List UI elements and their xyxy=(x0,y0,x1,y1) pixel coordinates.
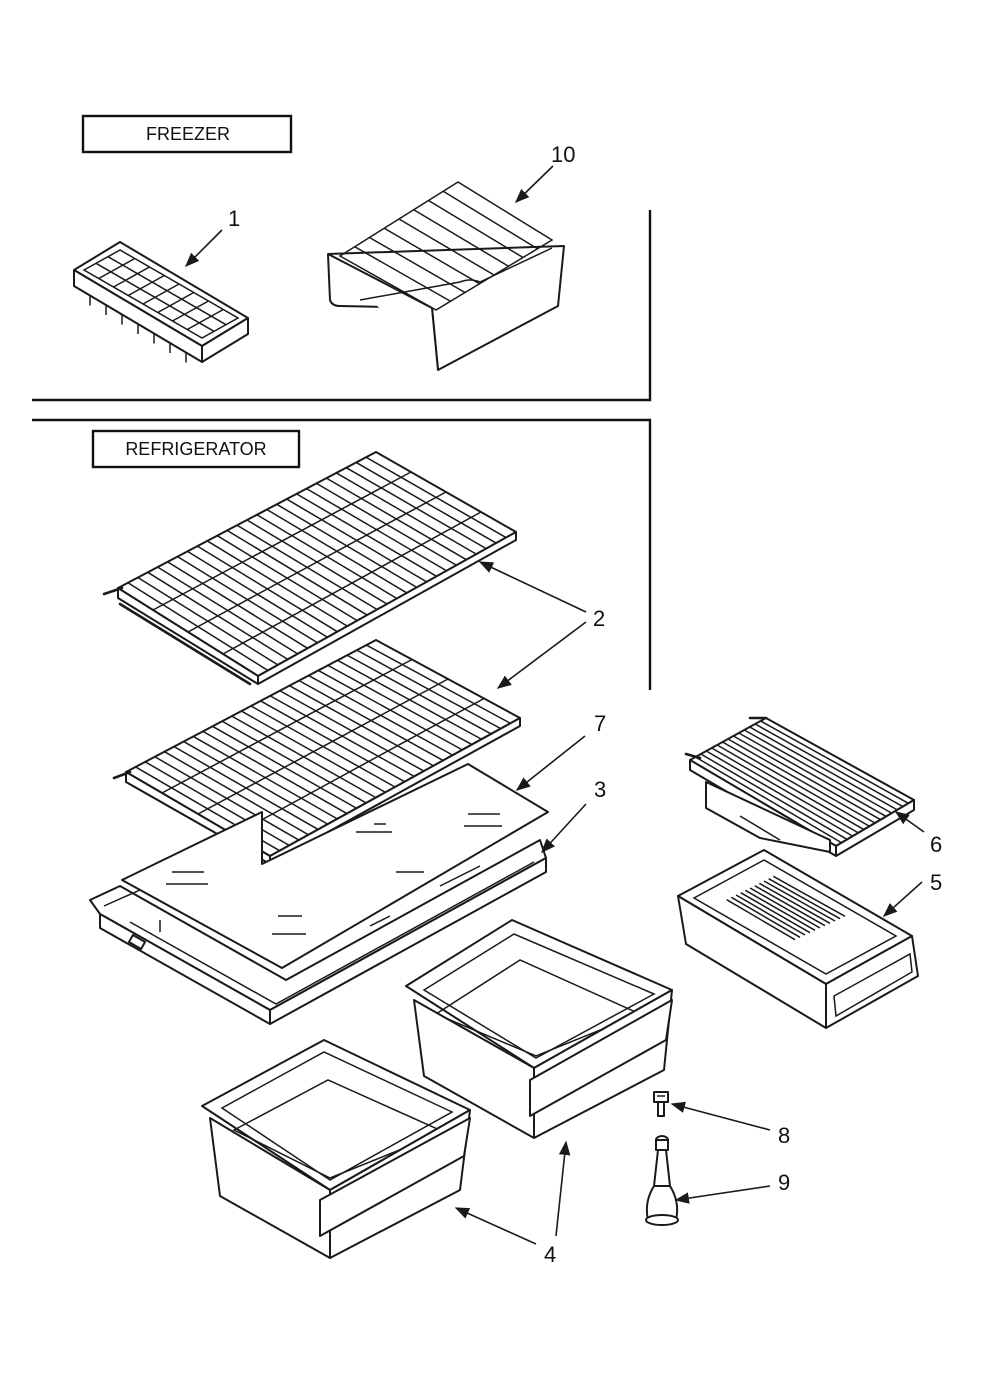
leader-5 xyxy=(882,881,923,917)
leader-2-lower xyxy=(496,621,587,689)
leveling-leg-drawing xyxy=(645,1135,679,1226)
crisper-pan-front-drawing xyxy=(201,1039,471,1259)
callout-4: 4 xyxy=(544,1242,556,1267)
freezer-shelf-drawing xyxy=(327,181,565,371)
callout-8: 8 xyxy=(778,1123,790,1148)
callout-9: 9 xyxy=(778,1170,790,1195)
leader-lines xyxy=(184,165,925,1245)
glass-panel-drawing xyxy=(121,763,549,969)
freezer-section-frame xyxy=(32,210,652,402)
leveling-screw-drawing xyxy=(653,1091,669,1117)
refrigerator-label-box: REFRIGERATOR xyxy=(91,429,301,469)
callout-numbers: 1 10 2 7 3 6 5 8 9 4 xyxy=(228,142,942,1267)
callout-3: 3 xyxy=(594,777,606,802)
leader-4-front xyxy=(454,1207,537,1245)
leader-6 xyxy=(894,811,925,833)
meat-pan-drawing xyxy=(677,849,919,1029)
upper-shelf-drawing xyxy=(102,451,517,686)
refrigerator-label: REFRIGERATOR xyxy=(125,439,266,459)
callout-10: 10 xyxy=(551,142,575,167)
callout-1: 1 xyxy=(228,206,240,231)
refrigerator-section-frame xyxy=(32,418,652,690)
leader-7 xyxy=(515,735,586,791)
leader-2-upper xyxy=(478,561,587,613)
freezer-label-box: FREEZER xyxy=(81,114,293,154)
callout-5: 5 xyxy=(930,870,942,895)
leader-1 xyxy=(184,229,223,268)
leader-3 xyxy=(541,803,587,854)
leader-4-back xyxy=(555,1140,571,1237)
crisper-pan-back-drawing xyxy=(405,919,673,1139)
callout-7: 7 xyxy=(594,711,606,736)
leader-8 xyxy=(670,1101,771,1131)
leader-9 xyxy=(674,1185,771,1204)
ice-cube-tray-drawing xyxy=(73,241,249,363)
freezer-label: FREEZER xyxy=(146,124,230,144)
meat-pan-cover-drawing xyxy=(684,716,915,857)
callout-2: 2 xyxy=(593,606,605,631)
callout-6: 6 xyxy=(930,832,942,857)
leader-10 xyxy=(514,165,554,204)
